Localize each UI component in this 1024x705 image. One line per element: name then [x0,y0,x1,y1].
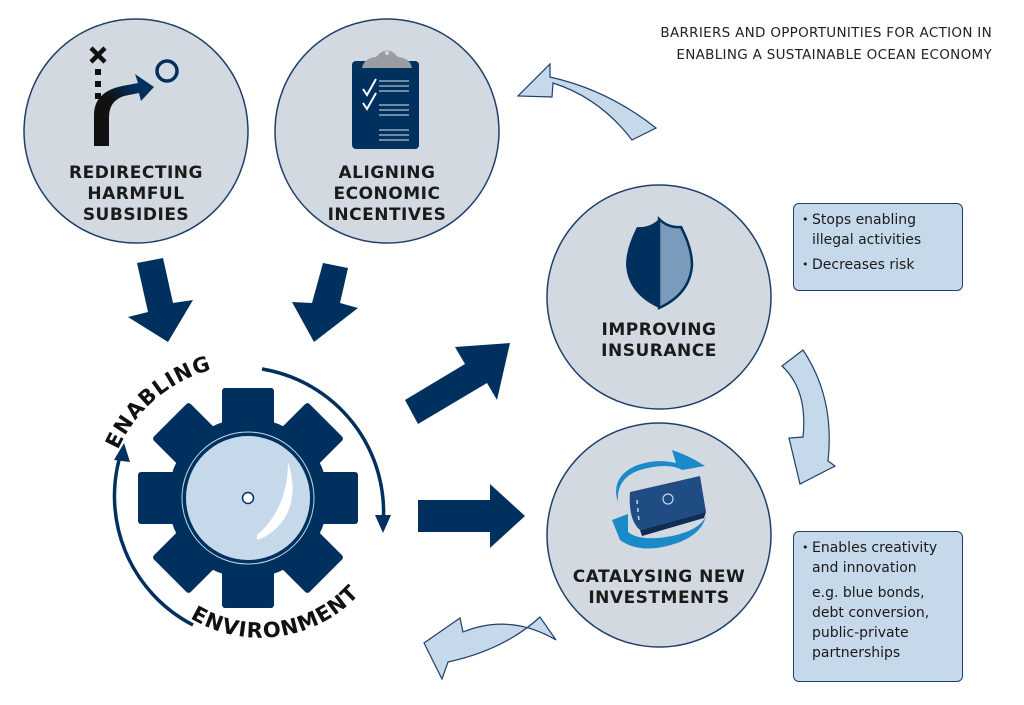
node-circle-redirecting [23,18,249,244]
label-line: IMPROVING [601,320,717,340]
redirect-arrow-icon [89,46,179,146]
label-line: INSURANCE [601,341,717,361]
info-bullet: Stops enabling illegal activities [802,210,954,250]
title-line-2: ENABLING A SUSTAINABLE OCEAN ECONOMY [676,47,992,63]
shield-icon [626,215,694,310]
diagram-title: BARRIERS AND OPPORTUNITIES FOR ACTION IN… [660,22,992,66]
banknote-cycle-icon [612,450,706,549]
info-box-investments: Enables creativity and innovation e.g. b… [793,531,963,682]
label-line: HARMFUL [87,184,185,204]
info-box-insurance: Stops enabling illegal activities Decrea… [793,203,963,291]
label-line: INCENTIVES [327,205,447,225]
arrow-enabling-to-investments [418,484,525,548]
info-note: e.g. blue bonds, debt conversion, public… [812,585,930,661]
cycle-arrow-investments-to-enabling [423,616,557,681]
node-label-insurance: IMPROVING INSURANCE [559,320,759,362]
ring-arrow-left [112,449,194,627]
clipboard-checklist-icon [352,50,419,149]
cycle-arrow-insurance-to-investments [781,349,837,485]
arrow-redirecting-to-enabling [128,258,193,342]
title-line-1: BARRIERS AND OPPORTUNITIES FOR ACTION IN [660,25,992,41]
ring-arrow-top [261,367,386,526]
label-line: REDIRECTING [69,163,203,183]
info-bullet: Enables creativity and innovation [802,538,954,578]
label-line: SUBSIDIES [82,205,190,225]
node-label-investments: CATALYSING NEW INVESTMENTS [539,567,779,609]
node-label-redirecting: REDIRECTING HARMFUL SUBSIDIES [36,163,236,226]
gear-icon [138,388,358,608]
info-bullet: Decreases risk [802,255,954,275]
arrow-enabling-to-insurance [405,343,510,424]
arrow-aligning-to-enabling [292,263,358,342]
label-line: ECONOMIC [333,184,441,204]
label-line: CATALYSING NEW [572,567,746,587]
label-line: INVESTMENTS [588,588,730,608]
ring-arrow-top-head [375,515,391,533]
ring-arrow-left-head [114,443,130,462]
label-line: ALIGNING [338,163,436,183]
cycle-arrow-insurance-to-aligning [516,62,658,141]
node-circle-investments [546,422,772,648]
enabling-ring-text-bottom: ENVIRONMENT [187,580,363,643]
node-label-aligning: ALIGNING ECONOMIC INCENTIVES [287,163,487,226]
